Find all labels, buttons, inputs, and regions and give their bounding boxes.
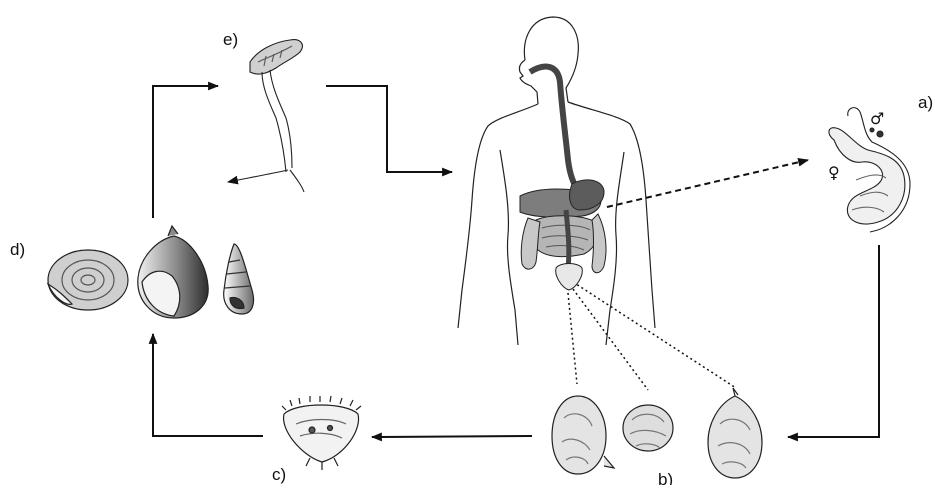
arrow-snail-to-cercaria xyxy=(153,86,218,218)
label-e: e) xyxy=(223,30,238,49)
miracidium-illustration xyxy=(282,396,361,470)
arrow-worms-to-eggs xyxy=(788,245,879,437)
arrow-eggs-to-miracidium xyxy=(372,436,532,437)
human-figure xyxy=(458,17,655,345)
egg-terminal-spine xyxy=(708,388,762,478)
egg-lateral-spine xyxy=(552,396,614,474)
arrow-miracidium-to-snail xyxy=(153,334,263,436)
female-symbol: ♀ xyxy=(828,163,840,182)
arrow-cercaria-to-human xyxy=(326,86,452,172)
digestive-tract xyxy=(520,67,606,290)
snails-illustration xyxy=(48,226,254,318)
egg-dotted-lines xyxy=(567,282,736,390)
label-d: d) xyxy=(10,240,25,259)
snail-oncomelania xyxy=(224,244,254,314)
egg-round xyxy=(623,405,673,451)
snail-planorbid xyxy=(48,250,128,310)
cercaria-illustration xyxy=(228,40,304,192)
cycle-arrows xyxy=(153,86,879,437)
label-b: b) xyxy=(658,470,673,485)
snail-bulinus xyxy=(138,226,208,318)
eggs-illustration xyxy=(552,388,762,478)
label-a: a) xyxy=(918,93,933,112)
male-symbol: ♂ xyxy=(870,109,884,128)
label-c: c) xyxy=(272,465,286,484)
arrow-human-to-worms xyxy=(607,160,808,207)
